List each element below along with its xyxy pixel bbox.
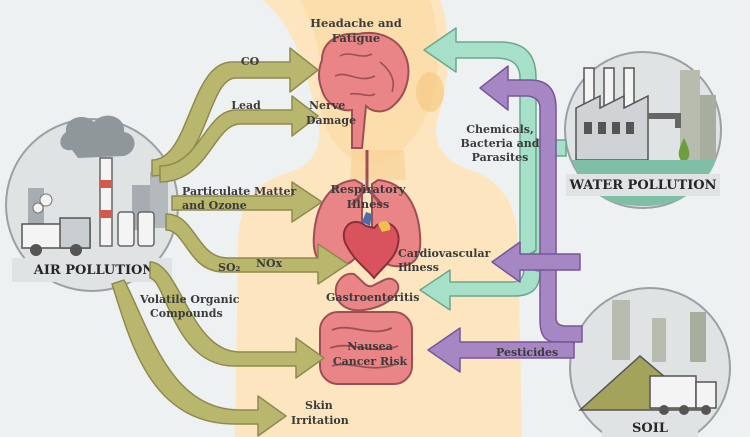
- label-pesticides: Pesticides: [496, 346, 558, 359]
- effect-respiratory-2: Illness: [347, 197, 390, 211]
- effect-headache-1: Headache and: [310, 16, 402, 30]
- label-nox: NOx: [256, 257, 283, 270]
- lungs-heart-illustration: [312, 150, 422, 280]
- soil-arrow-cardio: [491, 241, 581, 283]
- water-arrow-headache: [423, 27, 537, 261]
- soil-arrow-pesticides: [427, 327, 575, 373]
- effect-nerve-1: Nerve: [309, 99, 345, 112]
- label-chemicals-1: Chemicals,: [466, 123, 534, 136]
- label-chemicals-3: Parasites: [472, 151, 529, 164]
- effect-cancer-risk: Cancer Risk: [333, 355, 408, 368]
- effect-headache-2: Fatigue: [332, 31, 380, 45]
- label-so2: SO₂: [218, 261, 241, 274]
- air-arrow-lead: [159, 95, 319, 183]
- water-arrow-gastro: [419, 265, 541, 311]
- effect-skin-2: Irritation: [291, 414, 349, 427]
- label-co: CO: [241, 55, 260, 68]
- effect-respiratory-1: Respiratory: [331, 182, 406, 196]
- effect-nausea: Nausea: [347, 340, 393, 353]
- air-arrow-so2-nox: [165, 213, 349, 285]
- label-lead: Lead: [231, 99, 261, 112]
- soil-source: SOIL: [569, 287, 731, 437]
- label-chemicals-2: Bacteria and: [461, 137, 540, 150]
- label-particulate-2: and Ozone: [182, 199, 247, 212]
- water-pollution-source: WATER POLLUTION: [564, 51, 722, 209]
- effect-nerve-2: Damage: [306, 114, 356, 127]
- soil-arrow-brain: [479, 65, 583, 343]
- air-pollution-label: AIR POLLUTION: [33, 263, 155, 278]
- effect-cardio-2: Illness: [398, 261, 439, 274]
- effect-gastroenteritis: Gastroenteritis: [326, 291, 419, 304]
- effect-cardio-1: Cardiovascular: [398, 247, 491, 260]
- air-arrow-voc-skin: [111, 279, 287, 437]
- air-arrow-particulate: [171, 181, 323, 223]
- label-voc-2: Compounds: [150, 307, 223, 320]
- health-effect-labels: Headache and Fatigue Nerve Damage Respir…: [291, 16, 491, 427]
- digestive-system-illustration: [319, 272, 413, 385]
- air-arrow-voc-nausea: [149, 261, 325, 379]
- brain-illustration: [318, 32, 410, 149]
- label-voc-1: Volatile Organic: [139, 293, 240, 306]
- label-particulate-1: Particulate Matter: [182, 185, 297, 198]
- water-pollution-label: WATER POLLUTION: [568, 178, 716, 193]
- air-pollution-source: AIR POLLUTION: [5, 115, 179, 292]
- pollutant-labels: CO Lead Particulate Matter and Ozone SO₂…: [139, 55, 558, 359]
- soil-label: SOIL: [632, 421, 668, 436]
- effect-skin-1: Skin: [305, 399, 333, 412]
